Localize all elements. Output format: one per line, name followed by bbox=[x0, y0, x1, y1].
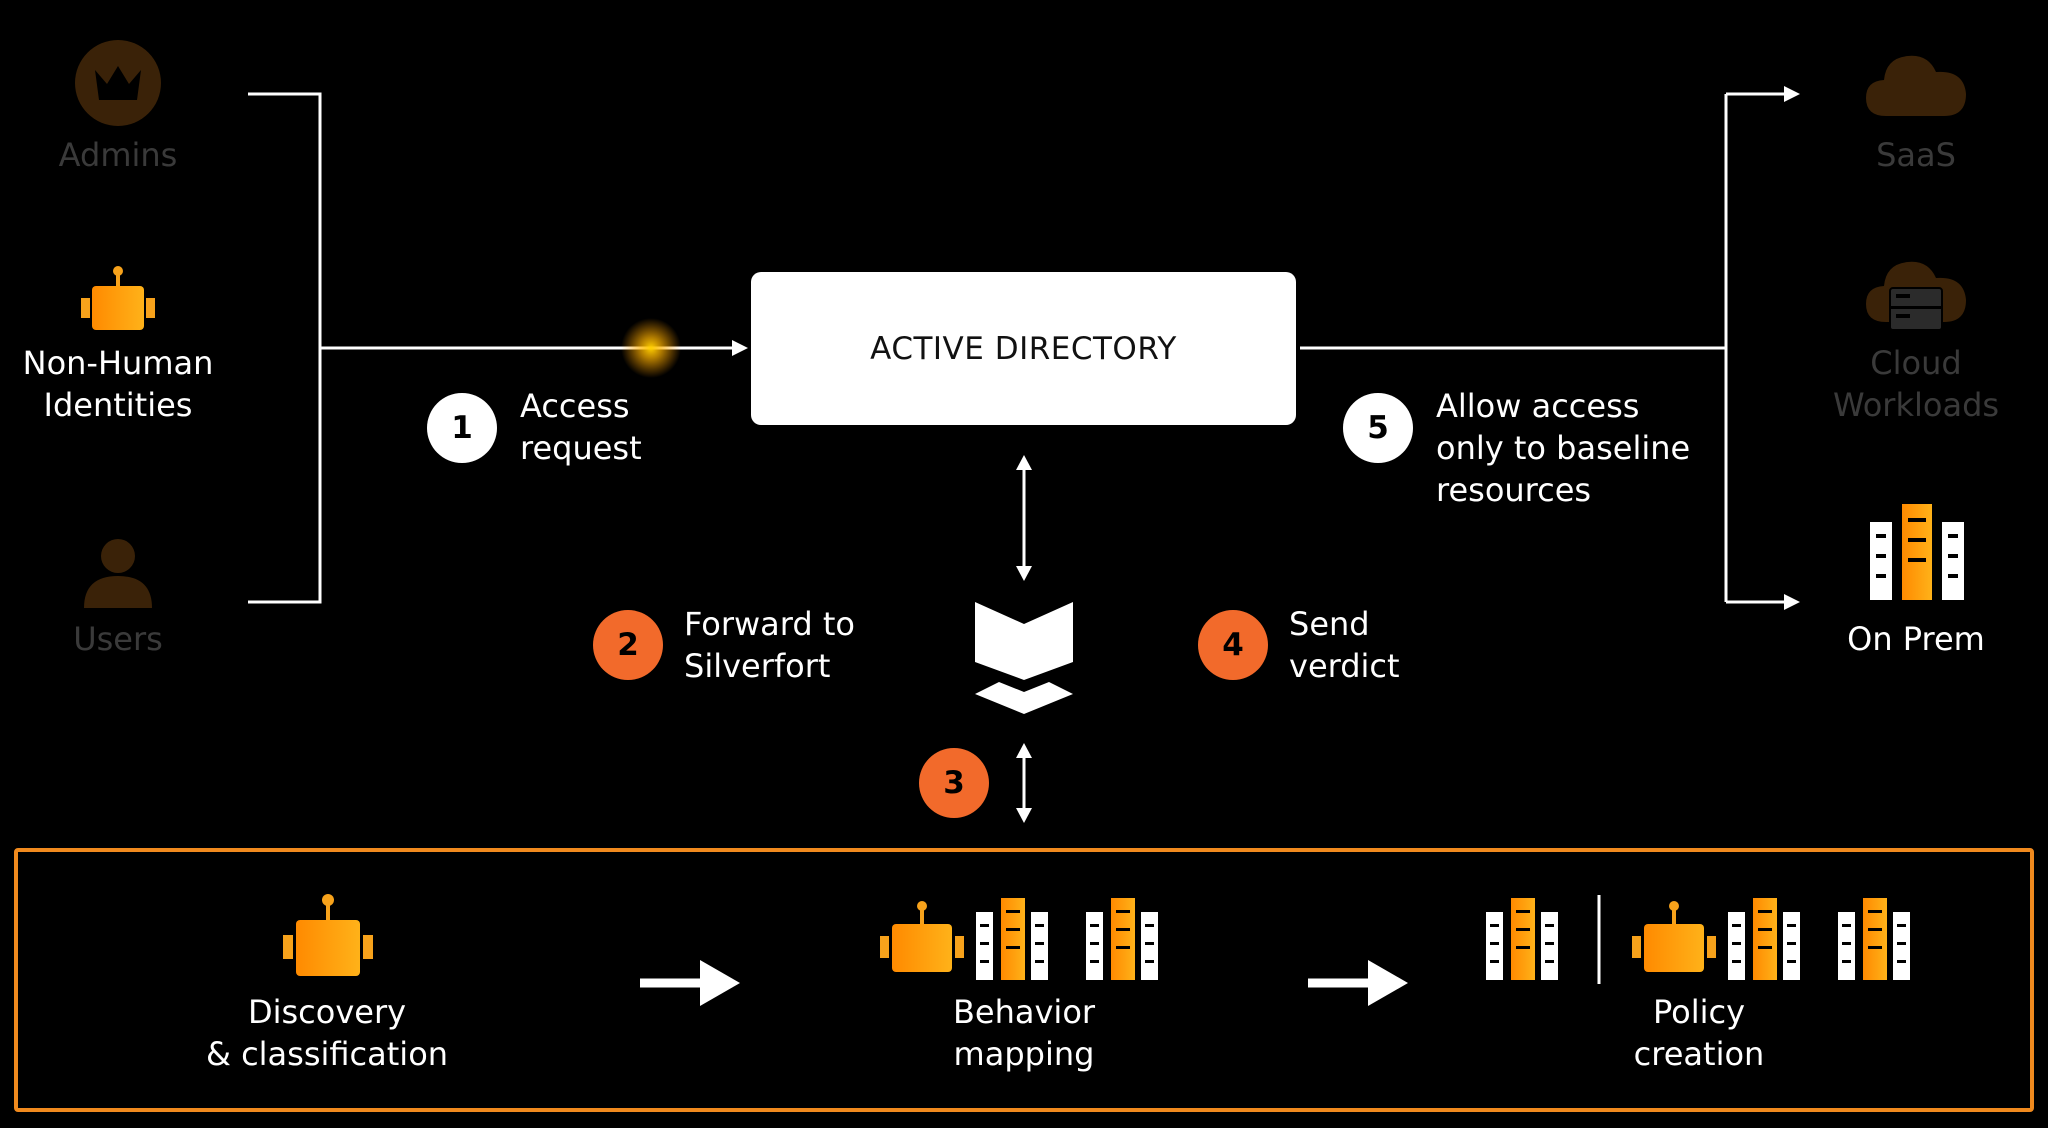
policy-label-line2: creation bbox=[1633, 1035, 1765, 1073]
step-4-badge: 4 bbox=[1198, 610, 1268, 680]
step-4-label-line2: verdict bbox=[1289, 647, 1400, 685]
active-directory-box: ACTIVE DIRECTORY bbox=[751, 272, 1296, 425]
users-label: Users bbox=[73, 620, 163, 658]
silverfort-logo-icon bbox=[975, 602, 1073, 714]
saas-label: SaaS bbox=[1876, 136, 1956, 174]
cloud-workloads-label-line1: Cloud bbox=[1870, 344, 1962, 382]
behavior-robot-icon bbox=[880, 901, 964, 972]
request-glow bbox=[621, 318, 681, 378]
crown-icon bbox=[75, 40, 161, 126]
non-human-label-line2: Identities bbox=[43, 386, 193, 424]
policy-creation-icons bbox=[1632, 898, 1910, 980]
admins-label: Admins bbox=[58, 136, 178, 174]
cloud-workloads-label-line2: Workloads bbox=[1832, 386, 2000, 424]
step-1-label-line1: Access bbox=[520, 387, 630, 425]
policy-label-line1: Policy bbox=[1652, 993, 1746, 1031]
step-5-badge: 5 bbox=[1343, 393, 1413, 463]
robot-icon bbox=[81, 266, 155, 330]
step-5-label-line3: resources bbox=[1436, 471, 1592, 509]
step-1-badge: 1 bbox=[427, 393, 497, 463]
cloud-icon bbox=[1866, 55, 1966, 116]
step-5-label-line1: Allow access bbox=[1436, 387, 1640, 425]
behavior-server-icon-2 bbox=[1086, 898, 1158, 980]
server-rack-icon bbox=[1870, 504, 1964, 600]
on-prem-label: On Prem bbox=[1847, 620, 1985, 658]
saas-arrowhead bbox=[1784, 86, 1800, 102]
discovery-robot-icon bbox=[283, 894, 373, 976]
silverfort-engine-frame bbox=[14, 848, 2034, 1112]
step-2-badge: 2 bbox=[593, 610, 663, 680]
step-4-label-line1: Send bbox=[1289, 605, 1370, 643]
source-bracket bbox=[248, 92, 322, 604]
step-2-label-line1: Forward to bbox=[684, 605, 855, 643]
discovery-label-line2: & classification bbox=[205, 1035, 449, 1073]
step-1-label-line2: request bbox=[520, 429, 642, 467]
discovery-label-line1: Discovery bbox=[247, 993, 407, 1031]
policy-server-icon-1 bbox=[1728, 898, 1800, 980]
cloud-server-icon bbox=[1866, 261, 1966, 331]
behavior-mapping-icons bbox=[880, 898, 1158, 980]
step-5-label-line2: only to baseline bbox=[1436, 429, 1691, 467]
step-2-label-line2: Silverfort bbox=[684, 647, 831, 685]
non-human-label-line1: Non-Human bbox=[22, 344, 214, 382]
policy-robot-icon bbox=[1632, 901, 1716, 972]
behavior-label-line1: Behavior bbox=[952, 993, 1096, 1031]
step-3-badge: 3 bbox=[919, 748, 989, 818]
policy-server-icon-2 bbox=[1838, 898, 1910, 980]
behavior-server-icon-1 bbox=[976, 898, 1048, 980]
policy-server-icon-left bbox=[1486, 898, 1558, 980]
access-request-arrowhead bbox=[732, 340, 748, 356]
behavior-label-line2: mapping bbox=[953, 1035, 1095, 1073]
active-directory-label: ACTIVE DIRECTORY bbox=[870, 330, 1177, 367]
person-icon bbox=[84, 539, 152, 608]
on-prem-arrowhead bbox=[1784, 594, 1800, 610]
